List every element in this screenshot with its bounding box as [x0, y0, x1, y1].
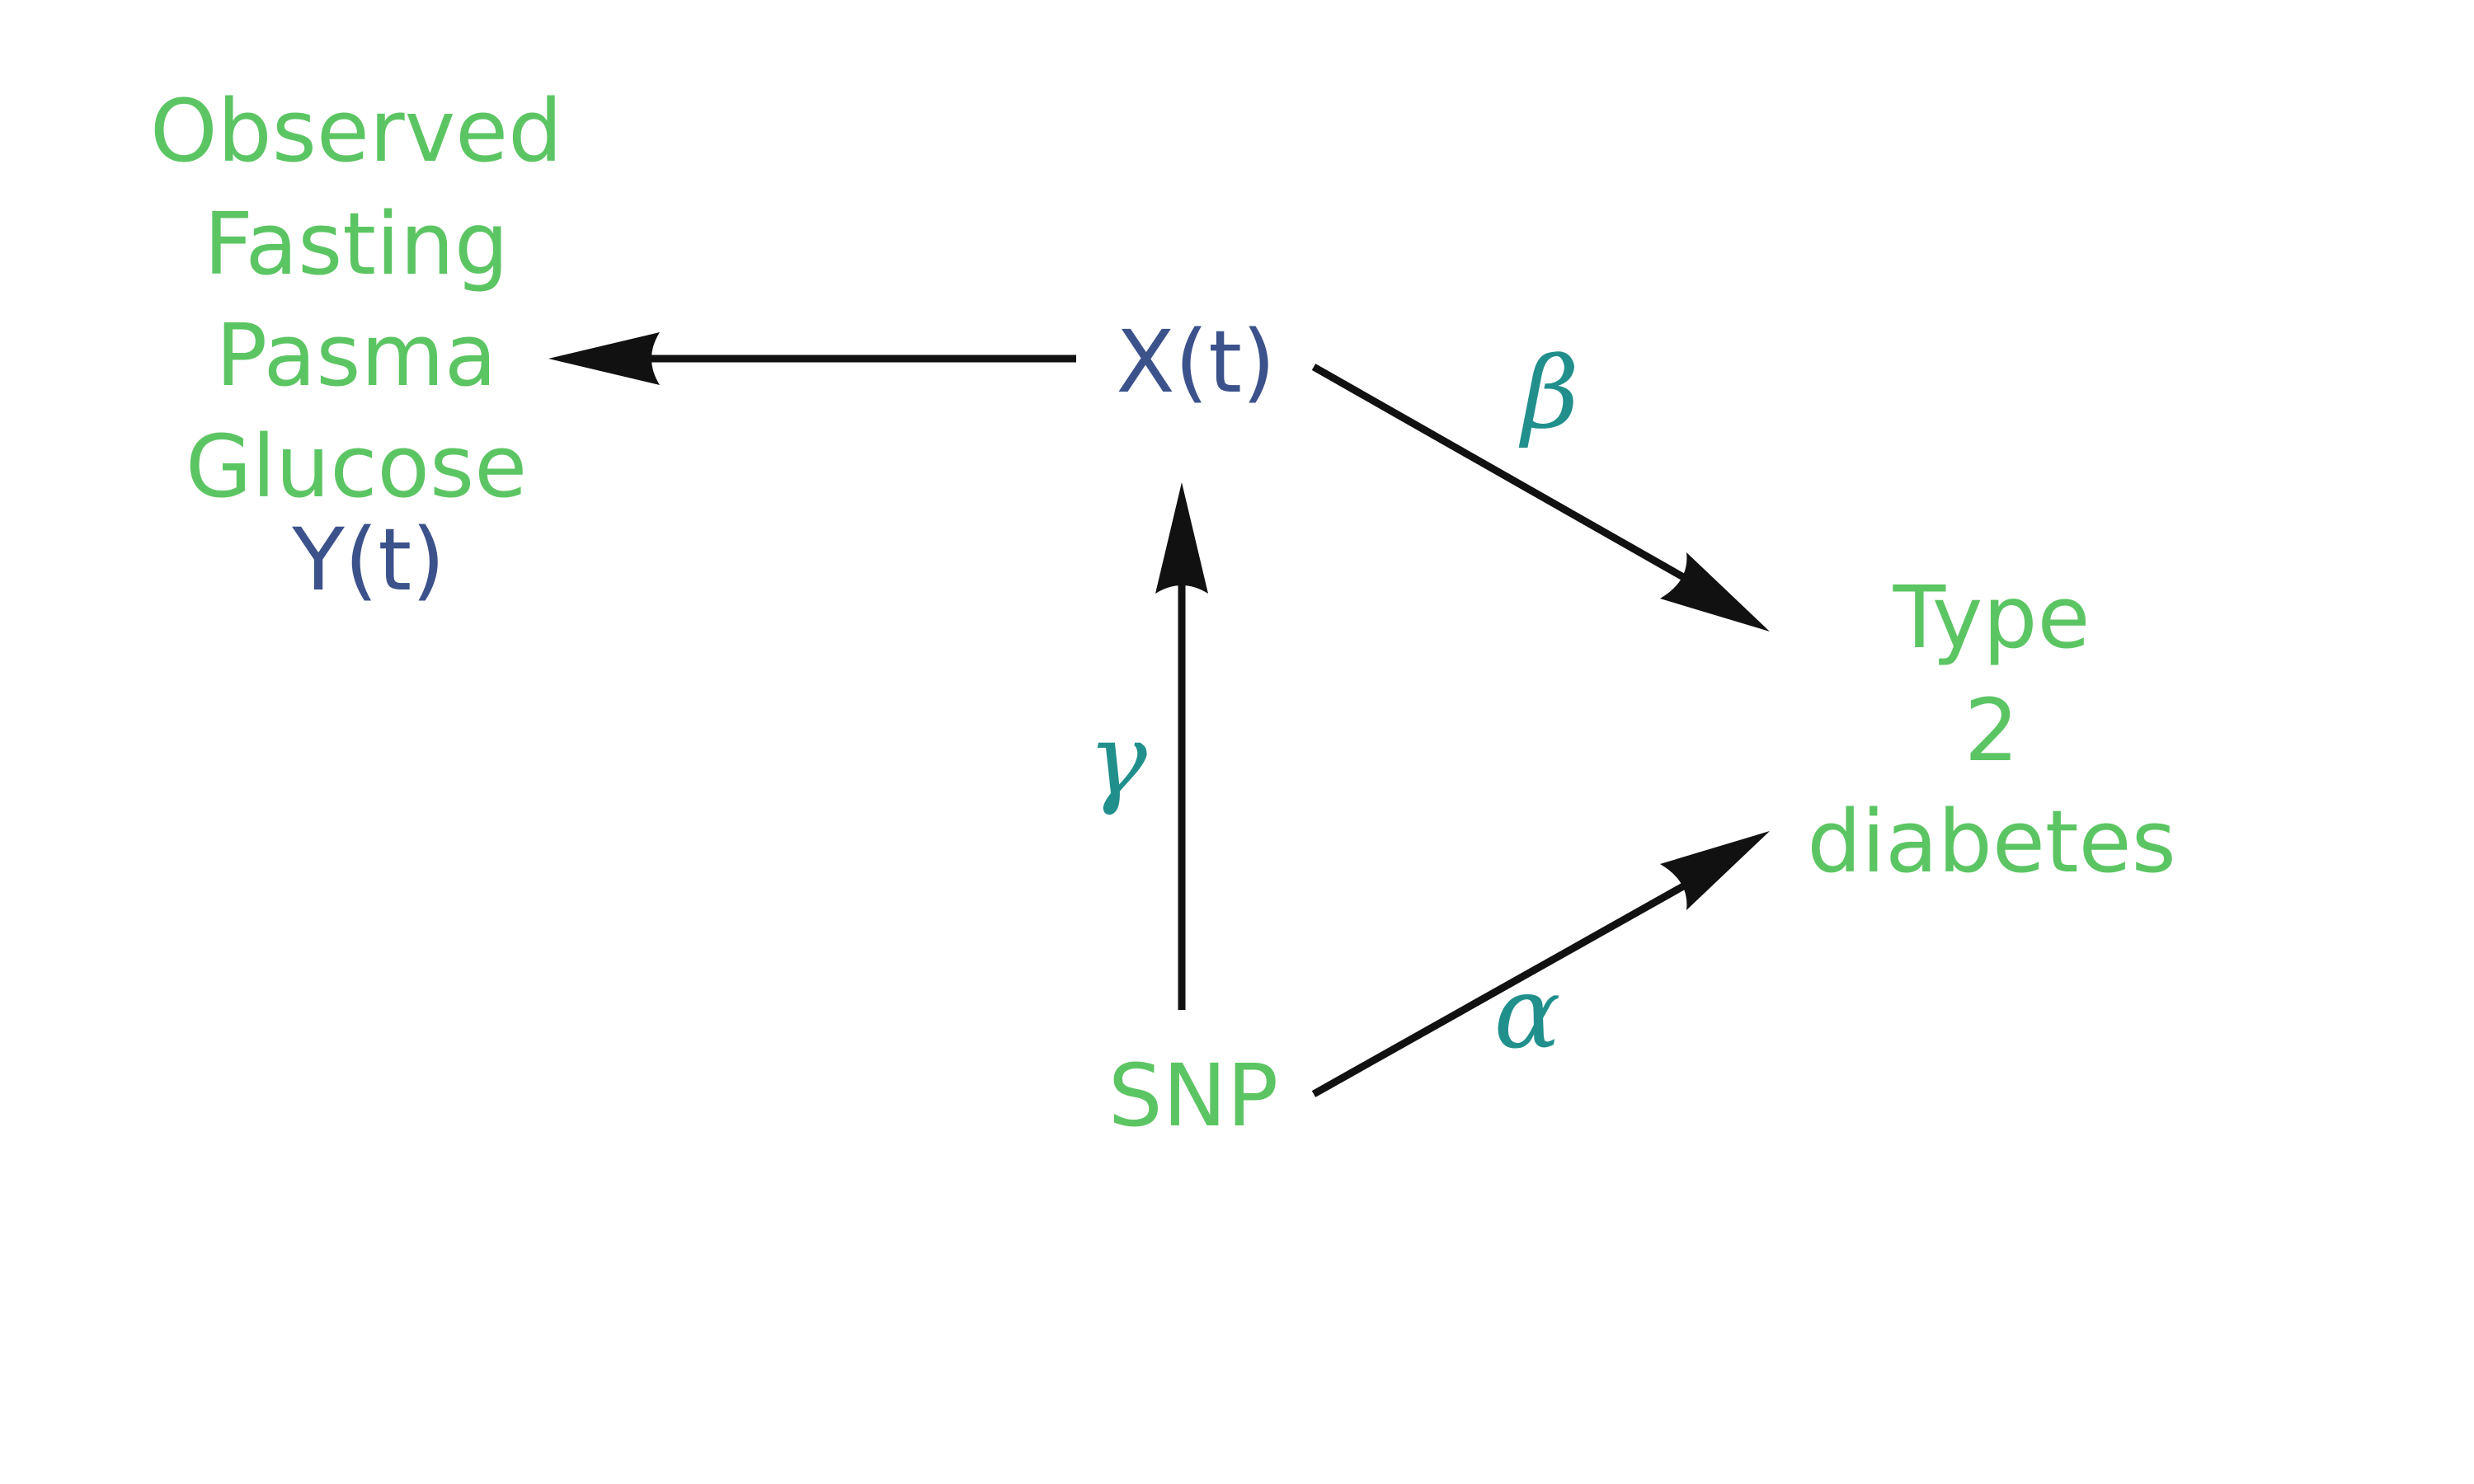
node-latent: X(t) — [1116, 312, 1275, 412]
glucose-label-line-4: Glucose — [186, 416, 527, 517]
snp-label: SNP — [1108, 1045, 1279, 1146]
coefficient-beta: β — [1518, 336, 1578, 451]
arrowhead-up — [1155, 482, 1208, 594]
coefficient-gamma: γ — [1088, 703, 1147, 818]
diabetes-label-line-3: diabetes — [1807, 791, 2176, 892]
glucose-variable: Y(t) — [291, 510, 444, 610]
edge-latent-to-diabetes — [1311, 364, 1770, 632]
coefficient-alpha: α — [1493, 956, 1560, 1071]
arrowhead-up-right — [1660, 831, 1770, 910]
glucose-label-line-3: Pasma — [216, 305, 497, 406]
edge-latent-to-glucose — [548, 332, 1076, 385]
node-glucose: Observed Fasting Pasma Glucose Y(t) — [150, 81, 562, 610]
arrowhead-down-right — [1660, 552, 1770, 632]
diabetes-label-line-2: 2 — [1964, 680, 2019, 781]
edge-snp-to-diabetes — [1311, 831, 1770, 1097]
node-diabetes: Type 2 diabetes — [1807, 567, 2176, 892]
node-snp: SNP — [1108, 1045, 1279, 1146]
edge-snp-to-latent — [1155, 482, 1208, 1010]
arrowhead-left — [548, 332, 660, 385]
glucose-label-line-1: Observed — [150, 81, 562, 181]
glucose-label-line-2: Fasting — [204, 194, 509, 294]
diabetes-label-line-1: Type — [1893, 567, 2091, 668]
latent-variable: X(t) — [1116, 312, 1275, 412]
